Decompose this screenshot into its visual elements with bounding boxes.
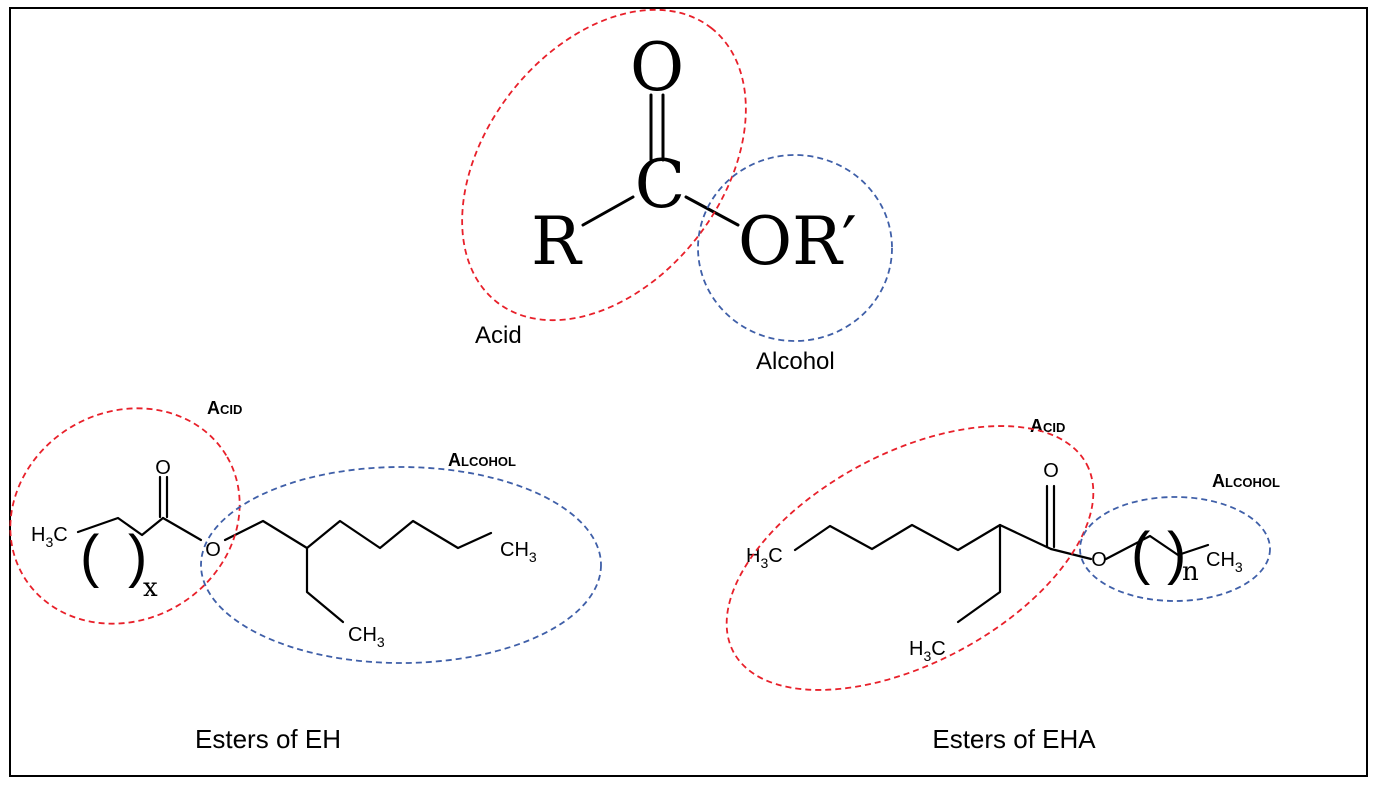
alcohol-region-outline [200, 466, 602, 664]
carbon-to-oxygen-bond [684, 195, 740, 227]
atom-o-ester: O [1091, 549, 1107, 571]
repeat-close-paren: ) [128, 524, 147, 589]
atom-c-central: C [635, 146, 686, 223]
acid-region-outline [461, 8, 747, 322]
atom-o-ester: O [205, 539, 221, 561]
alcohol-tag: ALCOHOL [448, 450, 516, 470]
atom-ch3-right: CH3 [1206, 549, 1243, 575]
alcohol-region-outline [1079, 496, 1271, 602]
general-ester-structure: O C R OR′ Acid Alcohol [461, 8, 893, 375]
figure-frame [9, 7, 1368, 777]
caption-esters-of-eh: Esters of EH [195, 724, 341, 754]
atom-r: R [531, 203, 583, 280]
repeat-open-paren: ( [80, 524, 99, 589]
r-to-carbon-bond [581, 195, 635, 227]
acid-chain-bonds [76, 516, 165, 537]
atom-o-carbonyl: O [155, 457, 171, 479]
ethyl-branch-bonds [305, 546, 345, 624]
alcohol-region-outline [697, 154, 893, 342]
acid-tag: ACID [207, 398, 242, 418]
carbon-to-ester-oxygen-bond [161, 516, 203, 542]
atom-or-prime: OR′ [738, 203, 857, 280]
ester-eha-structure: ACID ALCOHOL H3C O O H3C CH3 ( ) n Ester… [725, 416, 1280, 754]
acid-region-outline [9, 407, 241, 625]
repeat-subscript-n: n [1182, 557, 1199, 587]
alcohol-chain-bonds [1104, 534, 1210, 561]
repeat-subscript-x: x [143, 573, 158, 603]
acid-region-outline [725, 425, 1095, 691]
atom-h3c-left: H3C [31, 524, 68, 550]
atom-o-carbonyl: O [1043, 460, 1059, 482]
alcohol-main-chain-bonds [223, 519, 493, 550]
acid-label: Acid [475, 322, 522, 349]
ester-eh-structure: ACID ALCOHOL H3C O O CH3 CH3 ( ) x Ester… [9, 398, 602, 754]
caption-esters-of-eha: Esters of EHA [932, 724, 1096, 754]
atom-o-carbonyl: O [630, 29, 684, 106]
atom-h3c-bottom: H3C [909, 638, 946, 664]
alcohol-label: Alcohol [756, 348, 835, 375]
atom-ch3-bottom: CH3 [348, 624, 385, 650]
ethyl-branch-bonds [956, 523, 1002, 624]
atom-ch3-right: CH3 [500, 539, 537, 565]
repeat-close-paren: ) [1167, 521, 1186, 586]
alcohol-tag: ALCOHOL [1212, 471, 1280, 491]
repeat-open-paren: ( [1131, 521, 1150, 586]
